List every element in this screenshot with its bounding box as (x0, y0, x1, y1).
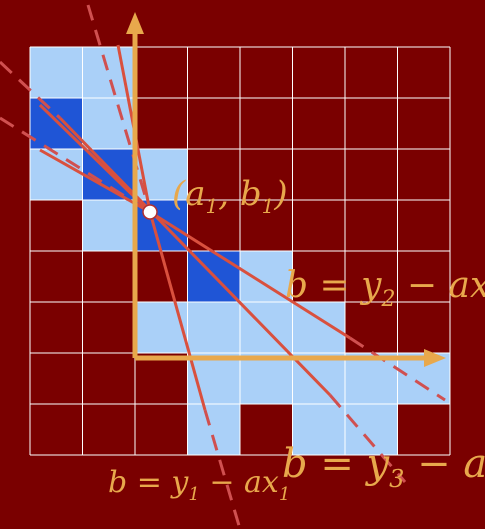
light-cell (30, 149, 83, 200)
line-3-label: b = y3 − ax3 (282, 441, 485, 493)
light-cell (187, 302, 240, 353)
light-cell (240, 251, 293, 302)
line-1-extension-upper (86, 4, 152, 213)
y-axis-arrowhead-icon (126, 12, 144, 34)
light-cell (345, 404, 398, 455)
line-2-label: b = y2 − ax2 (285, 265, 485, 312)
x-axis-arrowhead-icon (424, 349, 446, 367)
line-1 (148, 211, 207, 411)
line-segments (38, 44, 351, 411)
line-fan-a (38, 103, 152, 214)
line-2 (149, 210, 351, 340)
line-1-label: b = y1 − ax1 (108, 465, 290, 505)
light-cell (397, 353, 450, 404)
line-3-extension-lower (328, 394, 407, 483)
line-2-extension-upper (0, 116, 151, 214)
dark-cell (30, 98, 83, 149)
light-cell (292, 353, 345, 404)
grid-cells (30, 47, 450, 455)
light-cell (187, 404, 240, 455)
light-cell (82, 98, 135, 149)
intersection-point (142, 204, 158, 220)
line-fan-b (39, 148, 151, 214)
light-cell (292, 302, 345, 353)
line-3 (58, 116, 332, 397)
light-cell (30, 47, 83, 98)
light-cell (135, 302, 188, 353)
light-cell (82, 200, 135, 251)
grid-lines (29, 46, 451, 456)
axes (132, 30, 430, 361)
line-2-extension-lower (349, 336, 446, 402)
line-1-extension-lower (203, 409, 242, 529)
light-cell (345, 353, 398, 404)
line-3-extension-upper (0, 60, 62, 120)
line-extensions (0, 4, 446, 529)
light-cell (292, 404, 345, 455)
light-cell (240, 353, 293, 404)
